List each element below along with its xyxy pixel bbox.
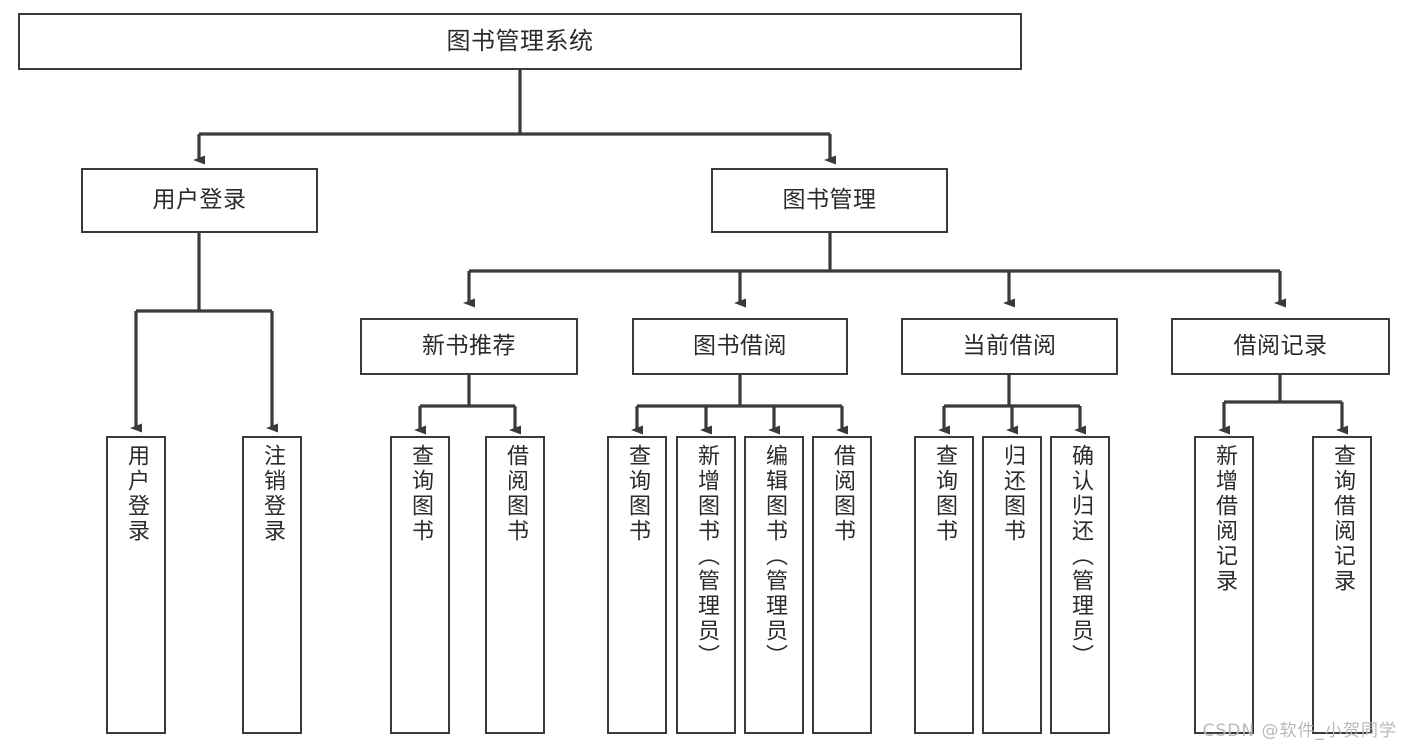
- node-leaf-add-record-label: 新增借阅记录: [1211, 444, 1237, 594]
- node-leaf-query-record-label: 查询借阅记录: [1329, 444, 1355, 594]
- node-borrow-record-label: 借阅记录: [1233, 332, 1328, 359]
- node-root-system-label: 图书管理系统: [446, 27, 594, 56]
- node-leaf-query-book-1[interactable]: 查询图书: [390, 436, 450, 734]
- node-leaf-add-record[interactable]: 新增借阅记录: [1194, 436, 1254, 734]
- node-current-borrow-label: 当前借阅: [962, 332, 1057, 359]
- node-book-manage-label: 图书管理: [782, 186, 877, 213]
- node-leaf-logout-login-label: 注销登录: [259, 444, 285, 544]
- node-leaf-add-book-label: 新增图书（管理员）: [693, 444, 719, 669]
- node-leaf-borrow-book-2-label: 借阅图书: [829, 444, 855, 544]
- node-leaf-logout-login[interactable]: 注销登录: [242, 436, 302, 734]
- node-leaf-user-login[interactable]: 用户登录: [106, 436, 166, 734]
- node-book-borrow[interactable]: 图书借阅: [632, 318, 848, 375]
- node-new-book-recommend-label: 新书推荐: [422, 332, 516, 359]
- node-leaf-query-record[interactable]: 查询借阅记录: [1312, 436, 1372, 734]
- node-leaf-return-book-label: 归还图书: [999, 444, 1025, 544]
- node-leaf-edit-book[interactable]: 编辑图书（管理员）: [744, 436, 804, 734]
- node-leaf-query-book-2[interactable]: 查询图书: [607, 436, 667, 734]
- node-leaf-add-book[interactable]: 新增图书（管理员）: [676, 436, 736, 734]
- node-leaf-query-book-1-label: 查询图书: [407, 444, 433, 544]
- node-leaf-query-book-3-label: 查询图书: [931, 444, 957, 544]
- node-leaf-user-login-label: 用户登录: [123, 444, 149, 544]
- node-leaf-edit-book-label: 编辑图书（管理员）: [761, 444, 787, 669]
- node-leaf-query-book-3[interactable]: 查询图书: [914, 436, 974, 734]
- node-leaf-confirm-return[interactable]: 确认归还（管理员）: [1050, 436, 1110, 734]
- node-current-borrow[interactable]: 当前借阅: [901, 318, 1118, 375]
- node-leaf-borrow-book-1[interactable]: 借阅图书: [485, 436, 545, 734]
- node-leaf-borrow-book-2[interactable]: 借阅图书: [812, 436, 872, 734]
- node-book-borrow-label: 图书借阅: [693, 332, 787, 359]
- node-new-book-recommend[interactable]: 新书推荐: [360, 318, 578, 375]
- node-leaf-return-book[interactable]: 归还图书: [982, 436, 1042, 734]
- node-book-manage[interactable]: 图书管理: [711, 168, 948, 233]
- node-leaf-query-book-2-label: 查询图书: [624, 444, 650, 544]
- node-user-login-label: 用户登录: [152, 186, 247, 213]
- node-leaf-borrow-book-1-label: 借阅图书: [502, 444, 528, 544]
- node-leaf-confirm-return-label: 确认归还（管理员）: [1067, 444, 1093, 669]
- node-root-system[interactable]: 图书管理系统: [18, 13, 1022, 70]
- node-user-login[interactable]: 用户登录: [81, 168, 318, 233]
- node-borrow-record[interactable]: 借阅记录: [1171, 318, 1390, 375]
